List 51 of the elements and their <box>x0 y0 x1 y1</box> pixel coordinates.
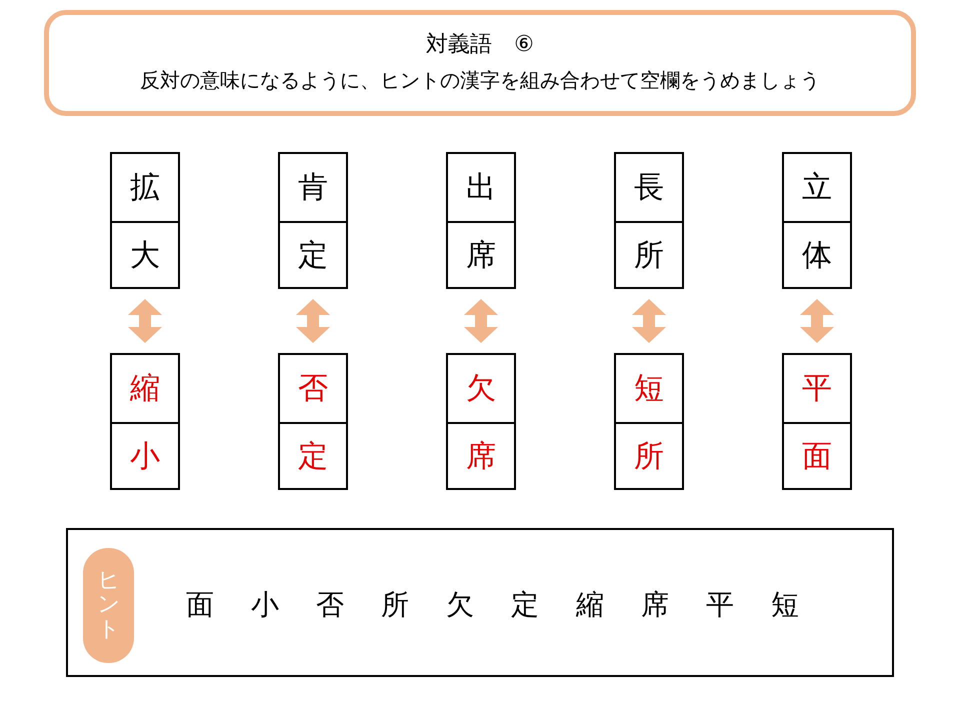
double-arrow <box>800 299 834 343</box>
hint-kanji: 縮 <box>576 587 604 623</box>
answer-word-box <box>782 353 852 490</box>
kanji: 肯 <box>298 169 328 207</box>
answer-kanji: 小 <box>130 438 160 476</box>
answer-kanji: 短 <box>634 370 664 408</box>
word-box <box>782 152 852 289</box>
answer-word-box <box>446 353 516 490</box>
hint-kanji: 席 <box>641 587 669 623</box>
word-box <box>110 152 180 289</box>
hint-label-text: ヒント <box>98 569 120 642</box>
kanji: 長 <box>634 169 664 207</box>
word-box <box>278 152 348 289</box>
hint-kanji: 欠 <box>446 587 474 623</box>
double-arrow <box>632 299 666 343</box>
answer-kanji: 欠 <box>466 370 496 408</box>
hint-kanji: 短 <box>771 587 799 623</box>
hint-kanji: 面 <box>186 587 214 623</box>
answer-kanji: 平 <box>802 370 832 408</box>
answer-kanji: 席 <box>466 438 496 476</box>
answer-word-box <box>110 353 180 490</box>
word-box <box>446 152 516 289</box>
answer-word-box <box>614 353 684 490</box>
hint-kanji: 否 <box>316 587 344 623</box>
double-arrow <box>296 299 330 343</box>
title-text: 対義語 ⑥ <box>426 31 534 59</box>
kanji: 立 <box>802 169 832 207</box>
instruction-text: 反対の意味になるように、ヒントの漢字を組み合わせて空欄をうめましょう <box>140 67 820 94</box>
hint-kanji: 所 <box>381 587 409 623</box>
kanji: 所 <box>634 236 664 274</box>
kanji: 定 <box>298 236 328 274</box>
answer-kanji: 否 <box>298 370 328 408</box>
title-box <box>44 10 916 116</box>
kanji: 体 <box>802 236 832 274</box>
hint-box <box>66 528 894 677</box>
answer-word-box <box>278 353 348 490</box>
answer-kanji: 定 <box>298 438 328 476</box>
answer-kanji: 縮 <box>130 370 160 408</box>
kanji: 席 <box>466 236 496 274</box>
double-arrow <box>464 299 498 343</box>
kanji: 拡 <box>130 169 160 207</box>
double-arrow <box>128 299 162 343</box>
kanji: 大 <box>130 236 160 274</box>
answer-kanji: 面 <box>802 438 832 476</box>
word-box <box>614 152 684 289</box>
kanji: 出 <box>466 169 496 207</box>
hint-kanji: 小 <box>251 587 279 623</box>
hint-label <box>83 548 134 663</box>
hint-kanji: 定 <box>511 587 539 623</box>
hint-kanji: 平 <box>706 587 734 623</box>
answer-kanji: 所 <box>634 438 664 476</box>
